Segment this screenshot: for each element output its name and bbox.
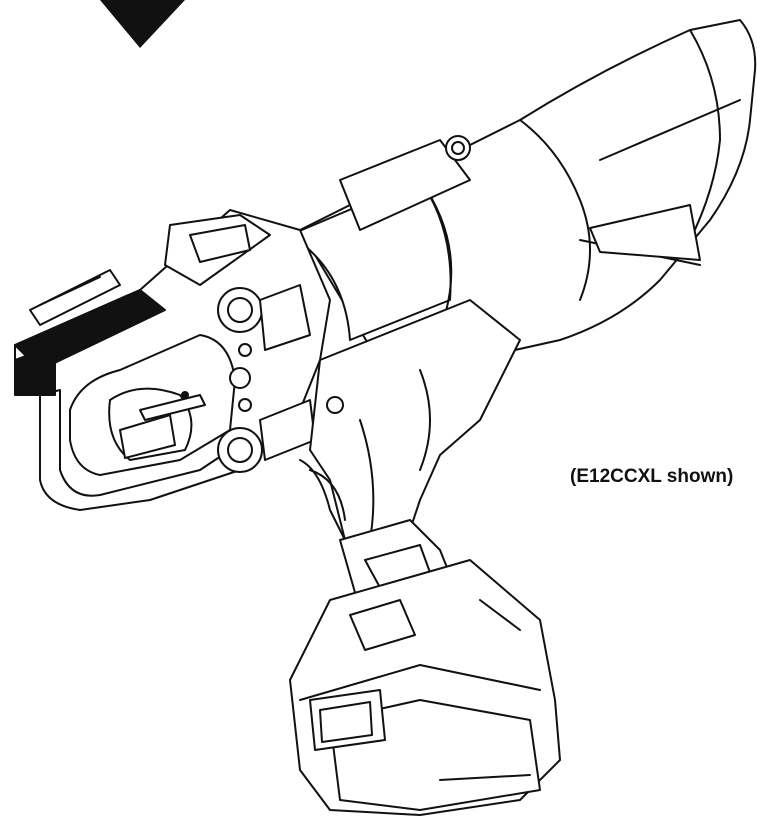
figure-caption: (E12CCXL shown) [570,466,734,487]
triangle-marker-icon [100,0,185,48]
crimping-tool-icon [14,19,757,816]
